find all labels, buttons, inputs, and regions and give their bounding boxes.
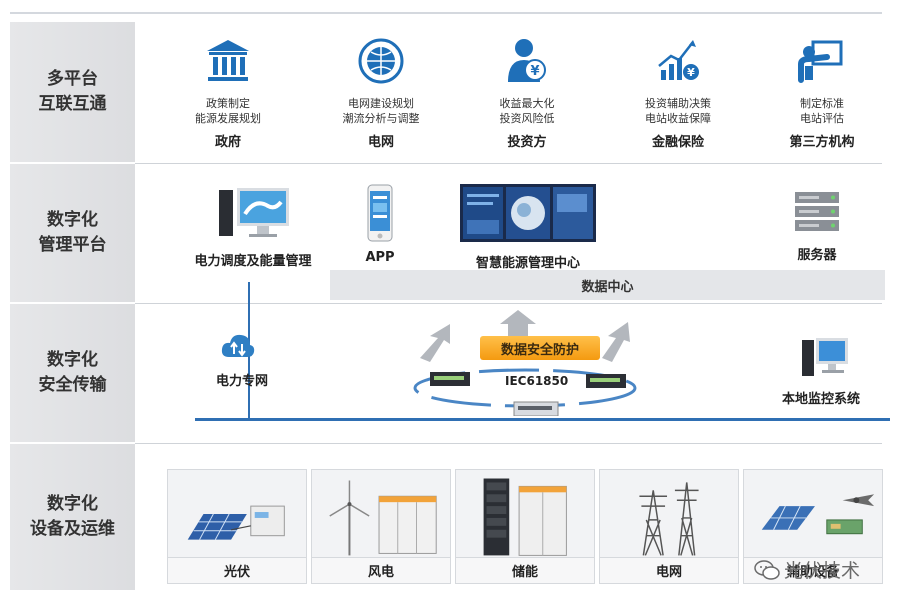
desktop-computer-icon — [219, 188, 289, 237]
device-card-grid: 电网 — [599, 469, 739, 584]
video-wall-icon — [460, 184, 596, 242]
platform-third-party: 制定标准 电站评估 第三方机构 — [762, 36, 882, 150]
grid-globe-logo-icon — [358, 38, 404, 84]
auxiliary-equipment-icon — [761, 494, 875, 535]
platform-finance: ¥ 投资辅助决策 电站收益保障 金融保险 — [618, 36, 738, 150]
solar-panel-inverter-icon — [187, 505, 285, 540]
platform-government: 政策制定 能源发展规划 政府 — [168, 36, 288, 150]
row-label: 数字化 管理平台 — [10, 164, 135, 302]
row-multi-platform: 多平台 互联互通 政策制定 能源发展规划 政府 电网建设规划 潮流分析与调整 电… — [10, 22, 882, 162]
private-network-label: 电力专网 — [216, 374, 269, 389]
server-rack-icon — [795, 192, 839, 231]
network-bus-line — [195, 418, 890, 421]
row-divider — [135, 443, 882, 444]
wind-turbine-cabinet-icon — [329, 480, 437, 556]
battery-storage-cabinet-icon — [483, 478, 567, 556]
platform-grid: 电网建设规划 潮流分析与调整 电网 — [321, 36, 441, 150]
row-label: 数字化 设备及运维 — [10, 444, 135, 590]
row-secure-transport: 数字化 安全传输 电力专网 数据安全防护 IEC61850 本地监控系统 — [10, 282, 890, 442]
row-divider — [135, 303, 882, 304]
transmission-tower-icon — [639, 482, 699, 556]
government-building-icon — [207, 40, 249, 81]
device-card-wind: 风电 — [311, 469, 451, 584]
smartphone-icon — [367, 184, 393, 242]
presentation-board-icon — [798, 40, 843, 83]
server: 服务器 — [782, 188, 852, 263]
watermark: 光伏技术 — [754, 556, 860, 583]
investor-yuan-icon: ¥ — [508, 39, 546, 82]
row-devices-maintenance: 数字化 设备及运维 光伏 风电 — [10, 444, 883, 590]
finance-growth-chart-icon: ¥ — [658, 40, 699, 80]
mobile-app: APP — [355, 184, 405, 265]
top-divider — [10, 12, 882, 14]
local-monitor-computer-icon — [802, 338, 848, 376]
chat-bubbles-icon — [754, 559, 780, 580]
row-divider — [135, 163, 882, 164]
svg-text:¥: ¥ — [687, 66, 695, 79]
row-management-platform: 数字化 管理平台 电力调度及能量管理 APP — [10, 164, 885, 302]
device-card-auxiliary: 辅助设备 — [743, 469, 883, 584]
data-security-banner: 数据安全防护 — [480, 336, 600, 360]
svg-text:¥: ¥ — [530, 64, 539, 79]
row-label: 数字化 安全传输 — [10, 304, 135, 442]
device-card-storage: 储能 — [455, 469, 595, 584]
smart-energy-center: 智慧能源管理中心 — [458, 182, 598, 271]
dispatch-energy-management: 电力调度及能量管理 — [178, 184, 328, 269]
security-flow-diagram — [413, 310, 637, 416]
watermark-text: 光伏技术 — [784, 560, 861, 582]
protocol-label: IEC61850 — [505, 374, 569, 388]
row-label: 多平台 互联互通 — [10, 22, 135, 162]
device-card-pv: 光伏 — [167, 469, 307, 584]
platform-investor: ¥ 收益最大化 投资风险低 投资方 — [467, 36, 587, 150]
cloud-network-icon — [221, 334, 255, 357]
local-monitor-label: 本地监控系统 — [782, 392, 861, 407]
data-center-bar: 数据中心 — [330, 270, 885, 300]
